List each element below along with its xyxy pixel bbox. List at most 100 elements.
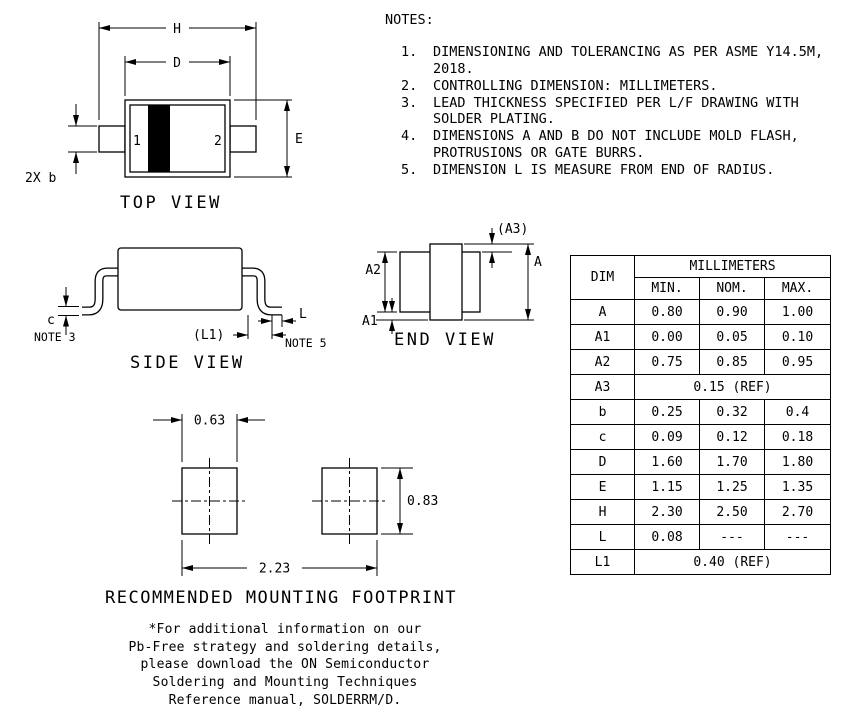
min-header-cell: MIN. — [634, 277, 700, 300]
footnote-line: please download the ON Semiconductor — [140, 657, 430, 673]
note-number: 1. — [401, 43, 418, 60]
dim-label-e: E — [295, 132, 303, 147]
note-text: CONTROLLING DIMENSION: MILLIMETERS. — [433, 77, 718, 94]
dim-label-l: L — [299, 307, 307, 322]
side-view-body — [117, 247, 243, 311]
footnote-line: *For additional information on our — [148, 622, 422, 637]
min-cell: 2.30 — [634, 499, 700, 525]
max-cell: 0.95 — [764, 349, 831, 375]
table-row: E 1.15 1.25 1.35 — [570, 474, 831, 500]
side-view-drawing: c NOTE 3 L NOTE 5 (L1) SIDE VIEW — [34, 247, 327, 373]
max-header-cell: MAX. — [764, 277, 831, 300]
nom-cell: 0.05 — [699, 324, 765, 350]
dim-label-a1: A1 — [362, 314, 378, 329]
dim-label-b: 2X b — [25, 171, 56, 186]
notes-section: NOTES: 1. DIMENSIONING AND TOLERANCING A… — [385, 12, 840, 179]
top-view-body-inner — [129, 104, 226, 173]
top-view-left-lead — [98, 125, 126, 153]
pin2-label: 2 — [214, 134, 222, 149]
table-row: b 0.25 0.32 0.4 — [570, 399, 831, 425]
top-view-drawing: H D 1 2 E 2X b TOP VIEW — [25, 22, 303, 213]
nom-cell: 0.85 — [699, 349, 765, 375]
nom-cell: 2.50 — [699, 499, 765, 525]
units-header-cell: MILLIMETERS — [634, 255, 831, 278]
dim-cell: A1 — [570, 324, 635, 350]
table-row: A2 0.75 0.85 0.95 — [570, 349, 831, 375]
table-row: L 0.08 --- --- — [570, 524, 831, 550]
note-item: 1. DIMENSIONING AND TOLERANCING AS PER A… — [385, 44, 840, 78]
footnote-line: Pb-Free strategy and soldering details, — [128, 639, 442, 655]
max-cell: --- — [764, 524, 831, 550]
note3-callout: NOTE 3 — [34, 330, 76, 344]
nom-cell: 0.90 — [699, 299, 765, 325]
note-text: DIMENSIONING AND TOLERANCING AS PER ASME… — [433, 43, 824, 77]
dim-cell: E — [570, 474, 635, 500]
dim-label-pad-width: 0.63 — [194, 414, 225, 429]
table-row: A1 0.00 0.05 0.10 — [570, 324, 831, 350]
end-view-drawing: (A3) A2 A1 A END VIEW — [362, 222, 542, 350]
table-row: L1 0.40 (REF) — [570, 549, 831, 575]
table-row: D 1.60 1.70 1.80 — [570, 449, 831, 475]
min-cell: 0.80 — [634, 299, 700, 325]
footprint-caption: RECOMMENDED MOUNTING FOOTPRINT — [105, 588, 458, 608]
min-cell: 0.00 — [634, 324, 700, 350]
footprint-drawing: 0.63 0.83 2.23 — [153, 414, 438, 577]
min-cell: 1.60 — [634, 449, 700, 475]
dim-label-h: H — [173, 22, 181, 37]
dim-cell: A3 — [570, 374, 635, 400]
max-cell: 0.10 — [764, 324, 831, 350]
nom-cell: --- — [699, 524, 765, 550]
table-row: H 2.30 2.50 2.70 — [570, 499, 831, 525]
footnote-line: Reference manual, SOLDERRM/D. — [168, 692, 402, 708]
max-cell: 0.4 — [764, 399, 831, 425]
dim-cell: A — [570, 299, 635, 325]
dim-label-span: 2.23 — [259, 562, 290, 577]
dim-cell: H — [570, 499, 635, 525]
cathode-band — [148, 105, 170, 172]
min-cell: 0.09 — [634, 424, 700, 450]
dim-label-a2: A2 — [365, 263, 381, 278]
notes-title: NOTES: — [385, 12, 434, 28]
side-view-label: SIDE VIEW — [130, 353, 245, 373]
dim-label-c: c — [47, 313, 55, 328]
end-view-lead — [429, 243, 463, 321]
min-cell: 0.08 — [634, 524, 700, 550]
note-item: 2. CONTROLLING DIMENSION: MILLIMETERS. — [385, 78, 840, 95]
note-number: 5. — [401, 162, 418, 178]
table-row: A3 0.15 (REF) — [570, 374, 831, 400]
note-number: 4. — [401, 128, 418, 145]
note-item: 5. DIMENSION L IS MEASURE FROM END OF RA… — [385, 162, 840, 179]
min-cell: 0.25 — [634, 399, 700, 425]
dim-label-l1: (L1) — [193, 328, 224, 343]
note-number: 3. — [401, 94, 418, 111]
top-view-right-lead — [229, 125, 257, 153]
ref-value-cell: 0.15 (REF) — [634, 374, 831, 400]
pbfree-footnote: *For additional information on our Pb-Fr… — [110, 621, 460, 709]
dim-cell: L1 — [570, 549, 635, 575]
note-number: 2. — [401, 77, 418, 94]
max-cell: 1.35 — [764, 474, 831, 500]
nom-cell: 0.32 — [699, 399, 765, 425]
nom-header-cell: NOM. — [699, 277, 765, 300]
dim-label-a3: (A3) — [497, 222, 528, 237]
footnote-line: Soldering and Mounting Techniques — [152, 675, 418, 691]
note-item: 3. LEAD THICKNESS SPECIFIED PER L/F DRAW… — [385, 95, 840, 129]
dim-cell: A2 — [570, 349, 635, 375]
dim-cell: c — [570, 424, 635, 450]
min-cell: 1.15 — [634, 474, 700, 500]
nom-cell: 1.70 — [699, 449, 765, 475]
dim-cell: D — [570, 449, 635, 475]
max-cell: 0.18 — [764, 424, 831, 450]
dim-label-d: D — [173, 56, 181, 71]
nom-cell: 0.12 — [699, 424, 765, 450]
min-cell: 0.75 — [634, 349, 700, 375]
pin1-label: 1 — [133, 134, 141, 149]
dim-label-a: A — [534, 255, 542, 270]
max-cell: 1.00 — [764, 299, 831, 325]
max-cell: 2.70 — [764, 499, 831, 525]
nom-cell: 1.25 — [699, 474, 765, 500]
note-text: LEAD THICKNESS SPECIFIED PER L/F DRAWING… — [433, 94, 799, 128]
dim-header-cell: DIM — [570, 255, 635, 300]
end-view-label: END VIEW — [394, 330, 496, 350]
